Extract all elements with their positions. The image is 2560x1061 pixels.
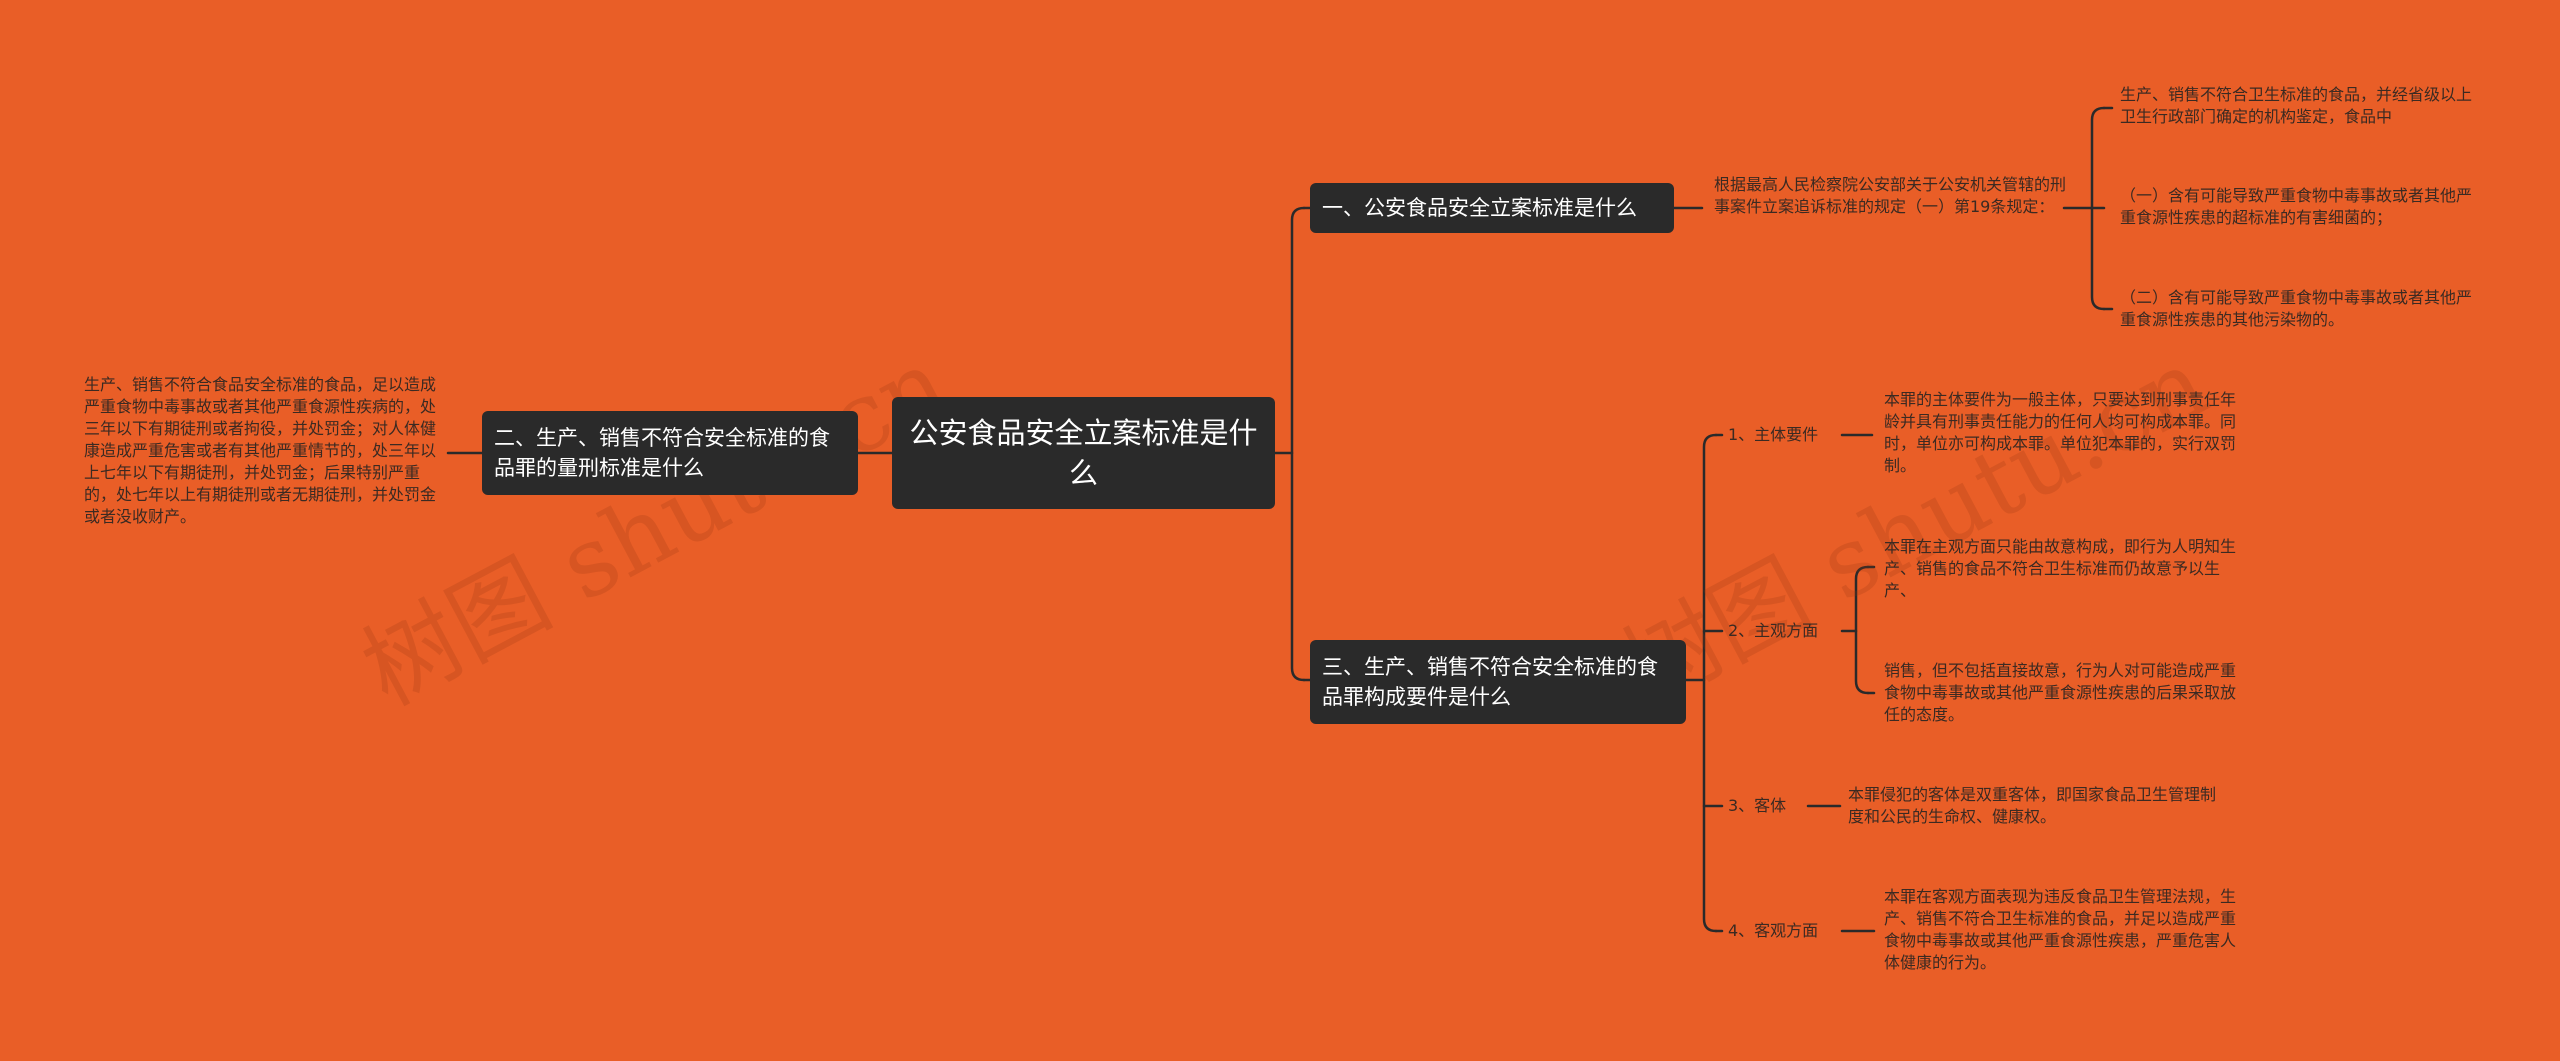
item-label-object: 3、客体 — [1728, 796, 1787, 815]
item-label-objective: 4、客观方面 — [1728, 921, 1819, 940]
branch-node-2[interactable]: 二、生产、销售不符合安全标准的食品罪的量刑标准是什么 — [482, 411, 858, 495]
root-title: 公安食品安全立案标准是什么 — [909, 416, 1258, 490]
root-node[interactable]: 公安食品安全立案标准是什么 — [892, 397, 1275, 509]
item-text-subject: 本罪的主体要件为一般主体，只要达到刑事责任年龄并具有刑事责任能力的任何人均可构成… — [1884, 390, 2237, 475]
item-text-subjective-1: 本罪在主观方面只能由故意构成，即行为人明知生产、销售的食品不符合卫生标准而仍故意… — [1884, 537, 2237, 600]
branch-node-3[interactable]: 三、生产、销售不符合安全标准的食品罪构成要件是什么 — [1310, 640, 1686, 724]
branch-1-mid-text: 根据最高人民检察院公安部关于公安机关管辖的刑事案件立案追诉标准的规定（一）第19… — [1714, 175, 2067, 216]
item-text-objective: 本罪在客观方面表现为违反食品卫生管理法规，生产、销售不符合卫生标准的食品，并足以… — [1884, 887, 2237, 972]
item-text-subjective-2: 销售，但不包括直接故意，行为人对可能造成严重食物中毒事故或其他严重食源性疾患的后… — [1884, 661, 2237, 724]
item-label-subject: 1、主体要件 — [1728, 425, 1819, 444]
branch-3-title: 三、生产、销售不符合安全标准的食品罪构成要件是什么 — [1322, 655, 1658, 709]
branch-1-leaf-3: （二）含有可能导致严重食物中毒事故或者其他严重食源性疾患的其他污染物的。 — [2120, 288, 2473, 329]
branch-1-leaf-1: 生产、销售不符合卫生标准的食品，并经省级以上卫生行政部门确定的机构鉴定，食品中 — [2120, 85, 2473, 126]
branch-2-title: 二、生产、销售不符合安全标准的食品罪的量刑标准是什么 — [494, 426, 830, 480]
branch-node-1[interactable]: 一、公安食品安全立案标准是什么 — [1310, 183, 1674, 233]
item-text-object: 本罪侵犯的客体是双重客体，即国家食品卫生管理制度和公民的生命权、健康权。 — [1848, 785, 2217, 826]
branch-1-leaf-2: （一）含有可能导致严重食物中毒事故或者其他严重食源性疾患的超标准的有害细菌的； — [2120, 186, 2473, 227]
item-label-subjective: 2、主观方面 — [1728, 621, 1819, 640]
branch-2-leaf: 生产、销售不符合食品安全标准的食品，足以造成严重食物中毒事故或者其他严重食源性疾… — [84, 375, 437, 526]
branch-1-title: 一、公安食品安全立案标准是什么 — [1322, 196, 1637, 220]
